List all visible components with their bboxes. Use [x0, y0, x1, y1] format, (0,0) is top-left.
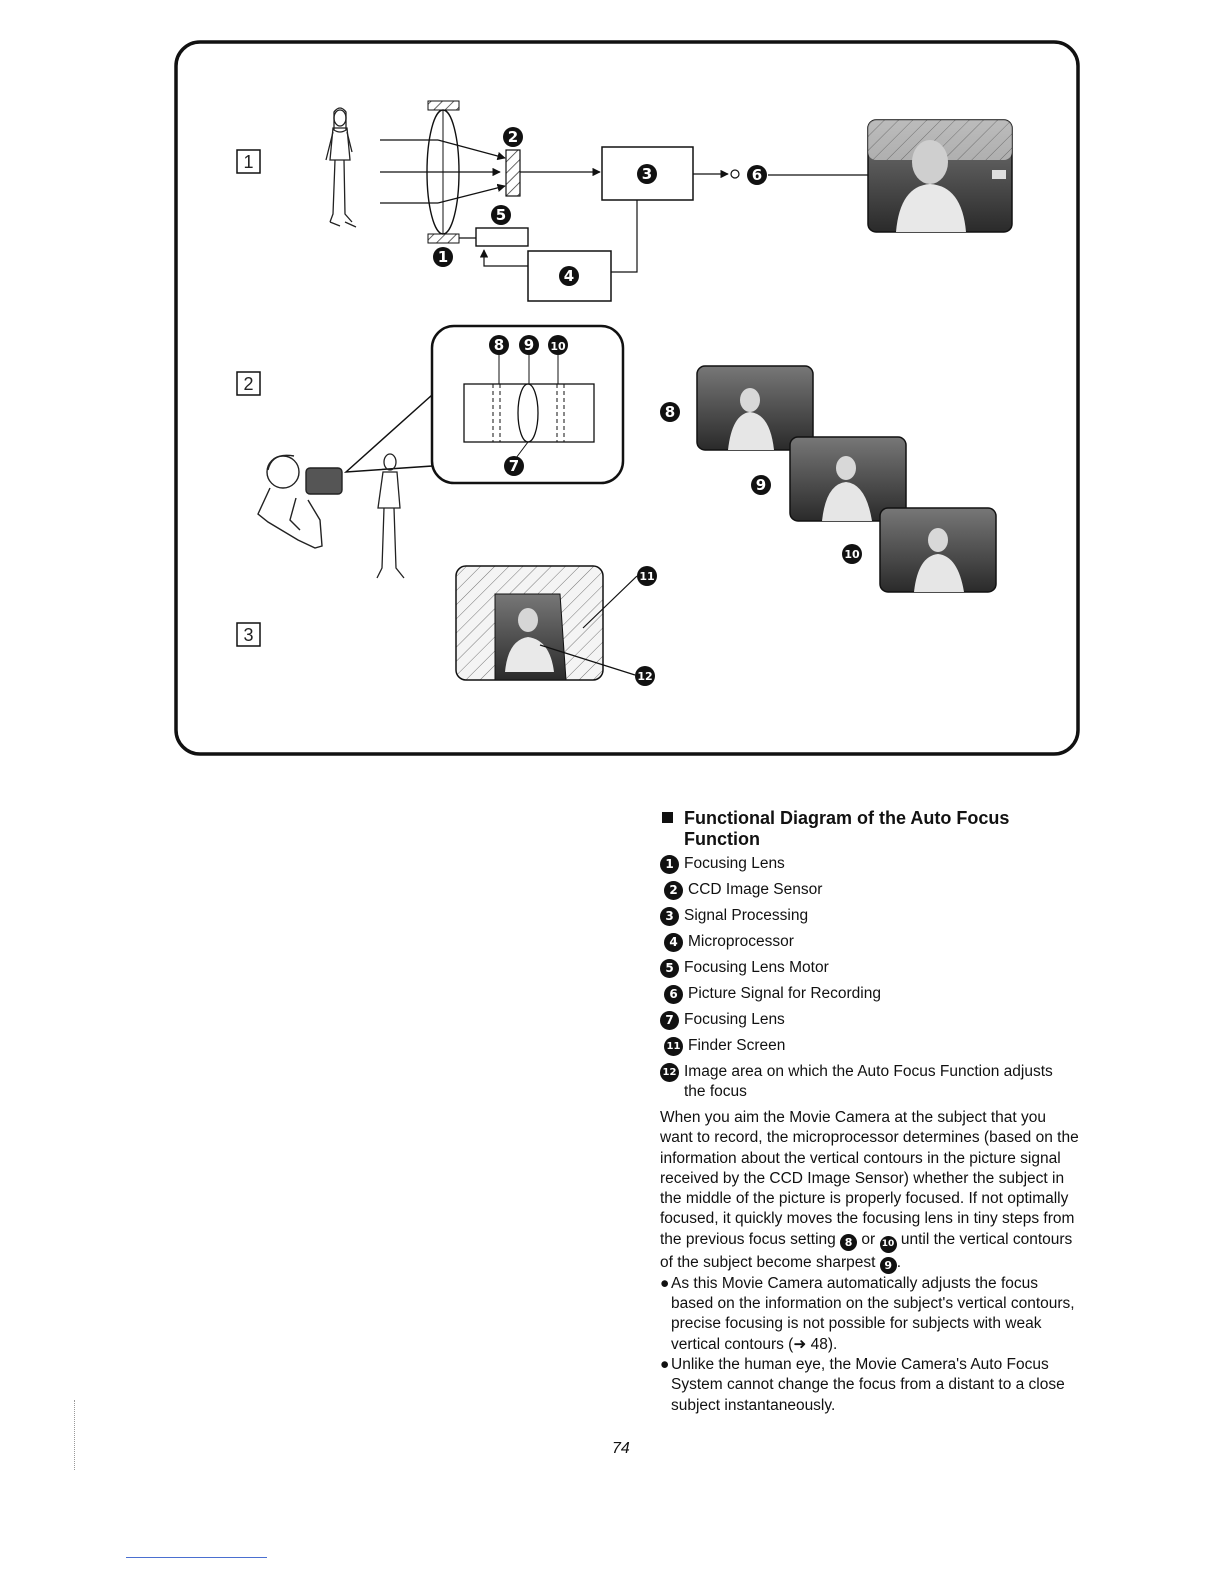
- callout-9-photo: 9: [751, 475, 771, 495]
- callout-7: 7: [504, 456, 524, 476]
- photo-focus-far: [879, 507, 997, 593]
- svg-text:2: 2: [243, 374, 253, 394]
- svg-text:8: 8: [494, 336, 504, 354]
- callout-3: 3: [637, 164, 657, 184]
- svg-text:4: 4: [564, 267, 574, 285]
- callout-11: 11: [637, 566, 657, 586]
- svg-text:5: 5: [496, 206, 506, 224]
- callout-10-photo: 10: [842, 544, 862, 564]
- callout-1: 1: [433, 247, 453, 267]
- inline-ref-8: 8: [840, 1233, 858, 1251]
- legend-heading: Functional Diagram of the Auto Focus Fun…: [660, 808, 1080, 850]
- callout-5: 5: [491, 205, 511, 225]
- heading-bullet-square: [662, 812, 673, 823]
- finder-screen: [455, 565, 638, 681]
- callout-10-bubble: 10: [548, 335, 568, 355]
- monitor-picture-photo: [867, 119, 1013, 233]
- svg-text:3: 3: [243, 625, 253, 645]
- auto-focus-diagram: 1 2 3: [174, 40, 1080, 756]
- section-label-2: 2: [236, 371, 261, 396]
- svg-text:6: 6: [752, 166, 762, 184]
- callout-9-bubble: 9: [519, 335, 539, 355]
- svg-text:9: 9: [524, 336, 534, 354]
- photo-focus-best: [789, 436, 907, 522]
- callout-8-bubble: 8: [489, 335, 509, 355]
- svg-text:9: 9: [756, 476, 766, 494]
- svg-text:12: 12: [637, 670, 652, 683]
- page-number: 74: [612, 1440, 630, 1457]
- legend-section: Functional Diagram of the Auto Focus Fun…: [660, 808, 1080, 1416]
- camera-operator-figure: [257, 454, 343, 549]
- svg-text:8: 8: [665, 403, 675, 421]
- focusing-lens-motor-box: [475, 227, 529, 247]
- subject-figure-1: [325, 107, 357, 228]
- light-rays: [380, 139, 506, 204]
- svg-text:3: 3: [642, 165, 652, 183]
- section-label-3: 3: [236, 622, 261, 647]
- description-paragraph: When you aim the Movie Camera at the sub…: [660, 1109, 1079, 1274]
- callout-8-photo: 8: [660, 402, 680, 422]
- margin-dots: [74, 1400, 77, 1470]
- callout-2: 2: [503, 127, 523, 147]
- svg-text:2: 2: [508, 128, 518, 146]
- svg-text:11: 11: [639, 570, 654, 583]
- svg-text:7: 7: [509, 457, 519, 475]
- bullet-note-1: ●As this Movie Camera automatically adju…: [660, 1274, 1075, 1353]
- svg-text:1: 1: [438, 248, 448, 266]
- callout-4: 4: [559, 266, 579, 286]
- inline-ref-10: 10: [879, 1235, 897, 1253]
- lens-callout-bubble: [343, 324, 625, 485]
- photo-focus-near: [696, 365, 814, 451]
- inline-ref-9: 9: [879, 1256, 897, 1274]
- svg-text:1: 1: [243, 152, 253, 172]
- subject-figure-2: [376, 453, 405, 579]
- svg-text:10: 10: [550, 340, 566, 353]
- footer-rule: [126, 1557, 267, 1558]
- ccd-image-sensor: [505, 149, 521, 197]
- callout-12: 12: [635, 666, 655, 686]
- section-label-1: 1: [236, 149, 261, 174]
- svg-text:10: 10: [844, 548, 860, 561]
- diagram-frame: [174, 40, 1080, 756]
- bullet-note-2: ●Unlike the human eye, the Movie Camera'…: [660, 1355, 1065, 1414]
- callout-6: 6: [747, 165, 767, 185]
